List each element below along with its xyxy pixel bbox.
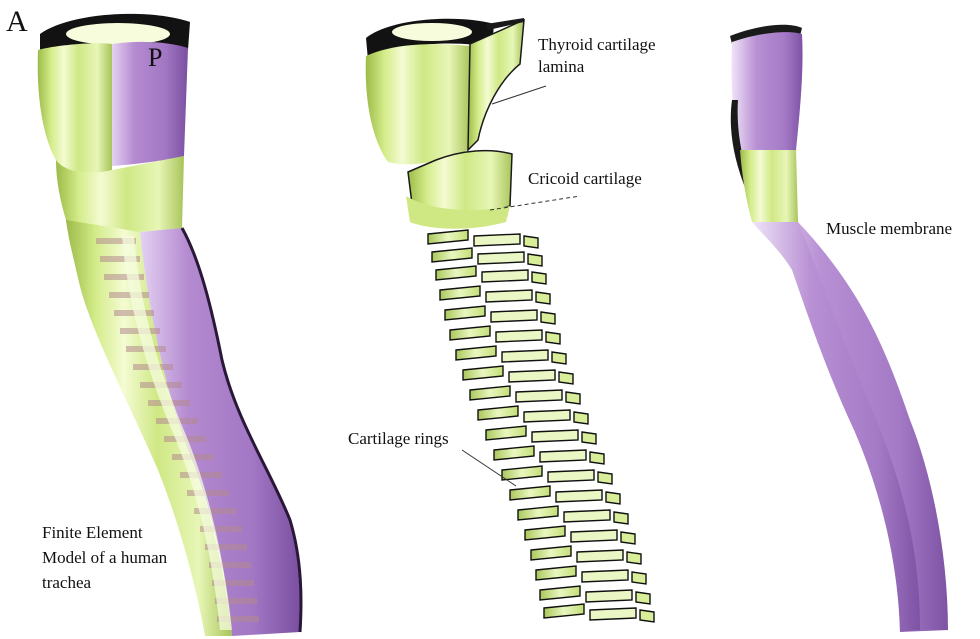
posterior-label: P — [148, 44, 162, 72]
anterior-label: A — [6, 6, 28, 38]
thyroid-opening — [392, 23, 472, 41]
left-top-opening — [66, 23, 170, 45]
rings-label: Cartilage rings — [348, 428, 449, 449]
thyroid-label-line2: lamina — [538, 56, 584, 77]
ring-column-2 — [474, 234, 636, 620]
thyroid-label-line1: Thyroid cartilage — [538, 34, 656, 55]
muscle-upper — [731, 32, 802, 150]
ring-column-3 — [524, 236, 654, 622]
muscle-label: Muscle membrane — [826, 218, 952, 239]
model-label-line3: trachea — [42, 572, 91, 593]
cricoid-label: Cricoid cartilage — [528, 168, 642, 189]
muscle-lower — [752, 222, 948, 632]
cartilage-ring-stack — [428, 230, 654, 622]
cartilage-components — [366, 18, 654, 622]
model-label-line2: Model of a human — [42, 547, 167, 568]
muscle-membrane-model — [730, 25, 948, 632]
thyroid-block — [366, 44, 470, 164]
ring-column-1 — [428, 230, 584, 618]
left-larynx-anterior — [38, 43, 112, 173]
model-label-line1: Finite Element — [42, 522, 143, 543]
thyroid-leader-line — [492, 86, 546, 104]
muscle-cricoid-band — [740, 150, 798, 222]
